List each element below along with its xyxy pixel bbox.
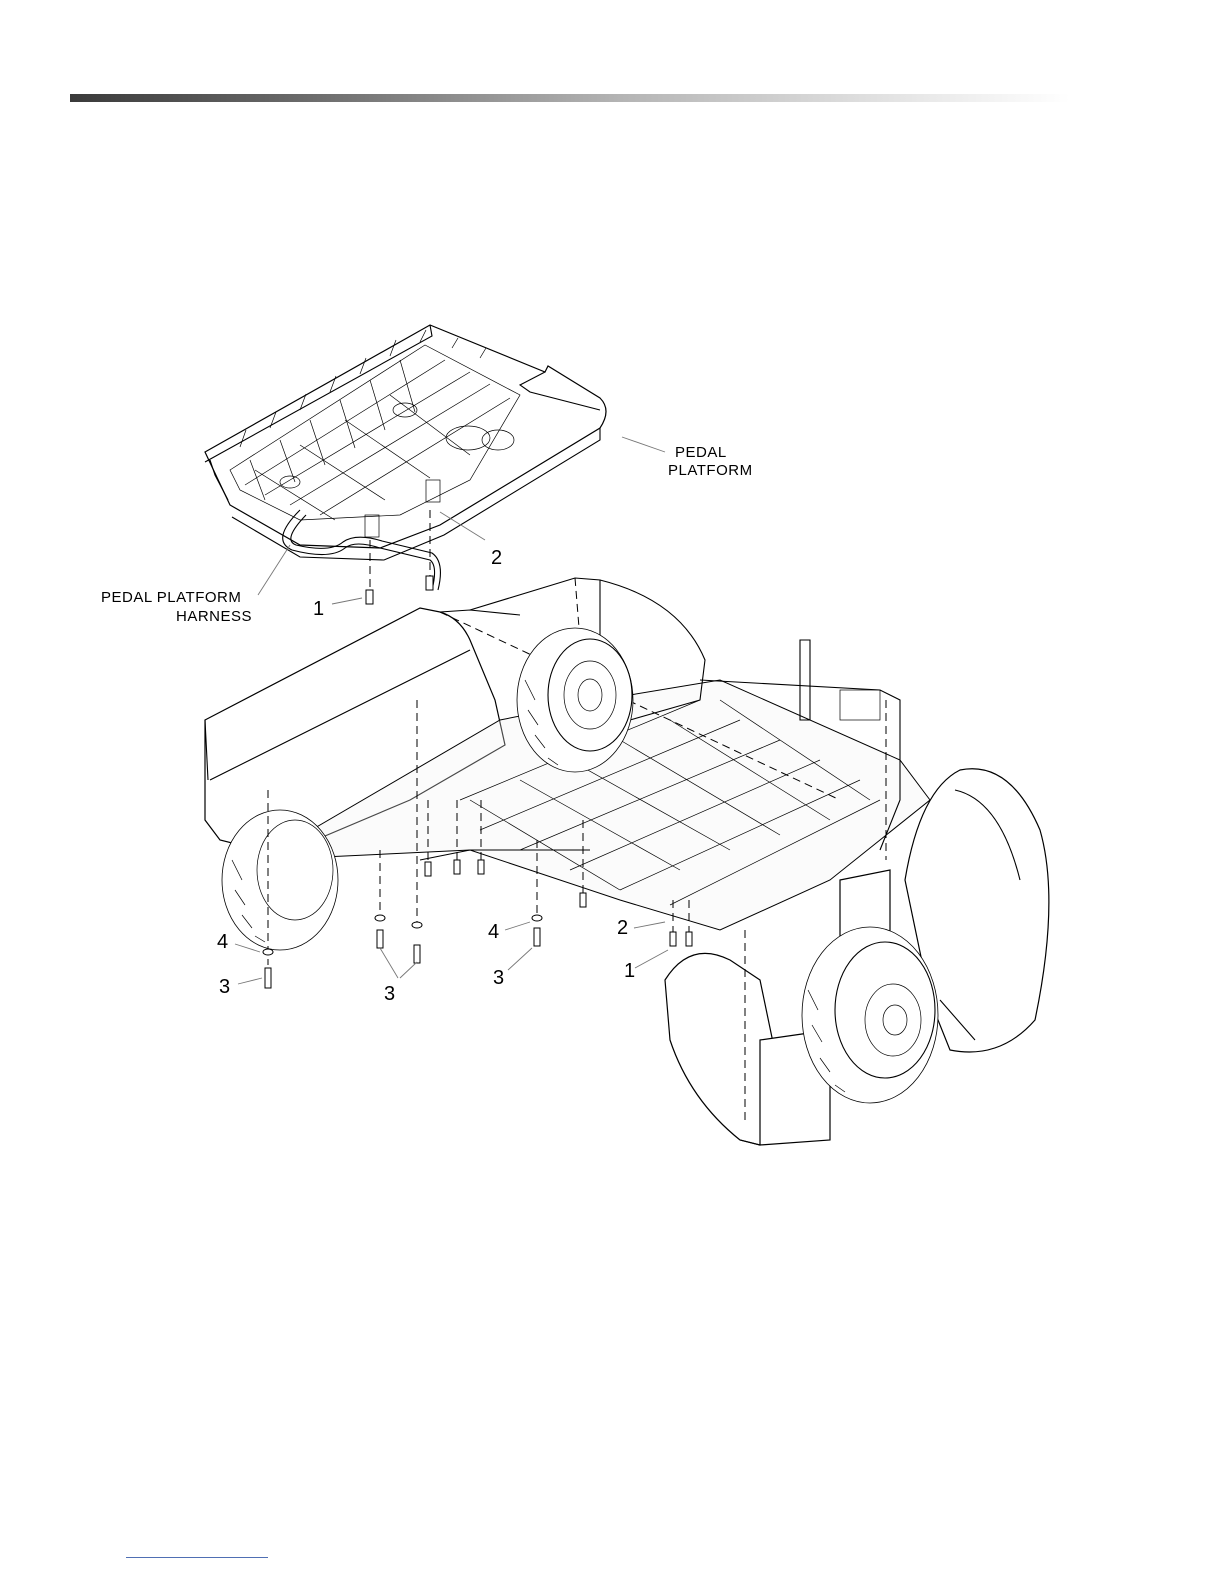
footer-link-underline[interactable] bbox=[126, 1557, 268, 1558]
pedal-platform-part bbox=[205, 325, 606, 560]
harness-label: HARNESS bbox=[176, 608, 252, 625]
callout-number: 1 bbox=[313, 598, 324, 620]
wheel-part bbox=[802, 927, 938, 1103]
callout-number: 3 bbox=[493, 967, 504, 989]
callout-number: 4 bbox=[488, 921, 499, 943]
wheel-part bbox=[517, 628, 633, 772]
harness-label: PEDAL PLATFORM bbox=[101, 589, 241, 606]
callout-number: 4 bbox=[217, 931, 228, 953]
bolt-part bbox=[426, 576, 433, 590]
callout-number: 2 bbox=[617, 917, 628, 939]
pedal-platform-label: PEDAL bbox=[675, 444, 727, 461]
callout-number: 3 bbox=[384, 983, 395, 1005]
wheel-part bbox=[222, 810, 338, 950]
callout-number: 3 bbox=[219, 976, 230, 998]
callout-number: 2 bbox=[491, 547, 502, 569]
callout-number: 1 bbox=[624, 960, 635, 982]
pedal-platform-label: PLATFORM bbox=[668, 462, 753, 479]
bolt-part bbox=[366, 590, 373, 604]
